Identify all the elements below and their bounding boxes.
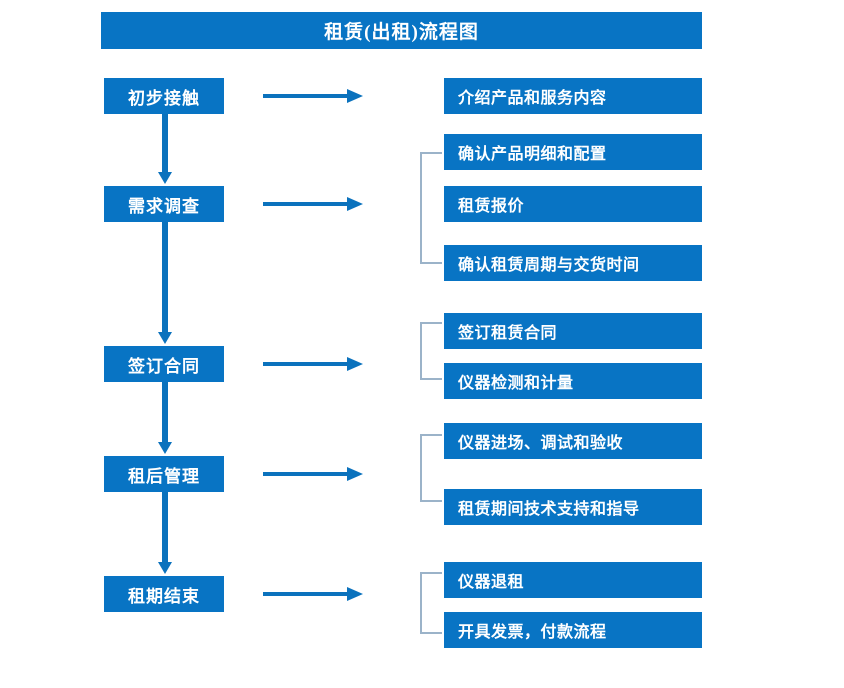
arrow-head-icon (347, 587, 363, 601)
arrow-head-icon (347, 467, 363, 481)
arrow-shaft (263, 472, 349, 476)
bracket-arm-bottom (422, 500, 442, 502)
bracket-arm-bottom (422, 378, 442, 380)
vertical-arrow-contract-to-postrental (158, 382, 172, 454)
bracket-arm-bottom (422, 262, 442, 264)
group-bracket-post-rental (420, 434, 442, 502)
bracket-arm-top (422, 322, 442, 324)
arrow-head-icon (347, 357, 363, 371)
arrow-head-icon (158, 442, 172, 454)
detail-box-confirm-rental-period[interactable]: 确认租赁周期与交货时间 (444, 245, 702, 281)
arrow-shaft (162, 114, 168, 172)
flowchart-title: 租赁(出租)流程图 (101, 12, 702, 49)
arrow-head-icon (158, 172, 172, 184)
horizontal-arrow-needs-survey (263, 196, 363, 212)
detail-box-confirm-product-details[interactable]: 确认产品明细和配置 (444, 134, 702, 170)
stage-box-post-rental-management[interactable]: 租后管理 (104, 456, 224, 492)
detail-box-introduce-products[interactable]: 介绍产品和服务内容 (444, 78, 702, 114)
horizontal-arrow-post-rental (263, 466, 363, 482)
detail-box-sign-rental-contract[interactable]: 签订租赁合同 (444, 313, 702, 349)
arrow-shaft (263, 362, 349, 366)
arrow-shaft (162, 222, 168, 332)
group-bracket-needs-survey (420, 152, 442, 264)
vertical-arrow-initial-to-needs (158, 114, 172, 184)
horizontal-arrow-sign-contract (263, 356, 363, 372)
arrow-shaft (263, 202, 349, 206)
bracket-arm-bottom (422, 632, 442, 634)
arrow-head-icon (347, 89, 363, 103)
detail-box-rental-quotation[interactable]: 租赁报价 (444, 186, 702, 222)
detail-box-technical-support[interactable]: 租赁期间技术支持和指导 (444, 489, 702, 525)
arrow-shaft (263, 94, 349, 98)
horizontal-arrow-initial-contact (263, 88, 363, 104)
stage-box-rental-end[interactable]: 租期结束 (104, 576, 224, 612)
arrow-head-icon (158, 562, 172, 574)
detail-box-invoice-payment[interactable]: 开具发票，付款流程 (444, 612, 702, 648)
bracket-arm-top (422, 572, 442, 574)
horizontal-arrow-rental-end (263, 586, 363, 602)
bracket-arm-top (422, 152, 442, 154)
stage-box-sign-contract[interactable]: 签订合同 (104, 346, 224, 382)
arrow-shaft (162, 382, 168, 442)
vertical-arrow-needs-to-contract (158, 222, 172, 344)
detail-box-instrument-entry-commissioning[interactable]: 仪器进场、调试和验收 (444, 423, 702, 459)
stage-box-needs-survey[interactable]: 需求调查 (104, 186, 224, 222)
detail-box-instrument-return[interactable]: 仪器退租 (444, 562, 702, 598)
vertical-arrow-postrental-to-end (158, 492, 172, 574)
arrow-head-icon (347, 197, 363, 211)
bracket-arm-top (422, 434, 442, 436)
stage-box-initial-contact[interactable]: 初步接触 (104, 78, 224, 114)
group-bracket-sign-contract (420, 322, 442, 380)
group-bracket-rental-end (420, 572, 442, 634)
arrow-shaft (162, 492, 168, 562)
arrow-shaft (263, 592, 349, 596)
arrow-head-icon (158, 332, 172, 344)
detail-box-instrument-testing[interactable]: 仪器检测和计量 (444, 363, 702, 399)
